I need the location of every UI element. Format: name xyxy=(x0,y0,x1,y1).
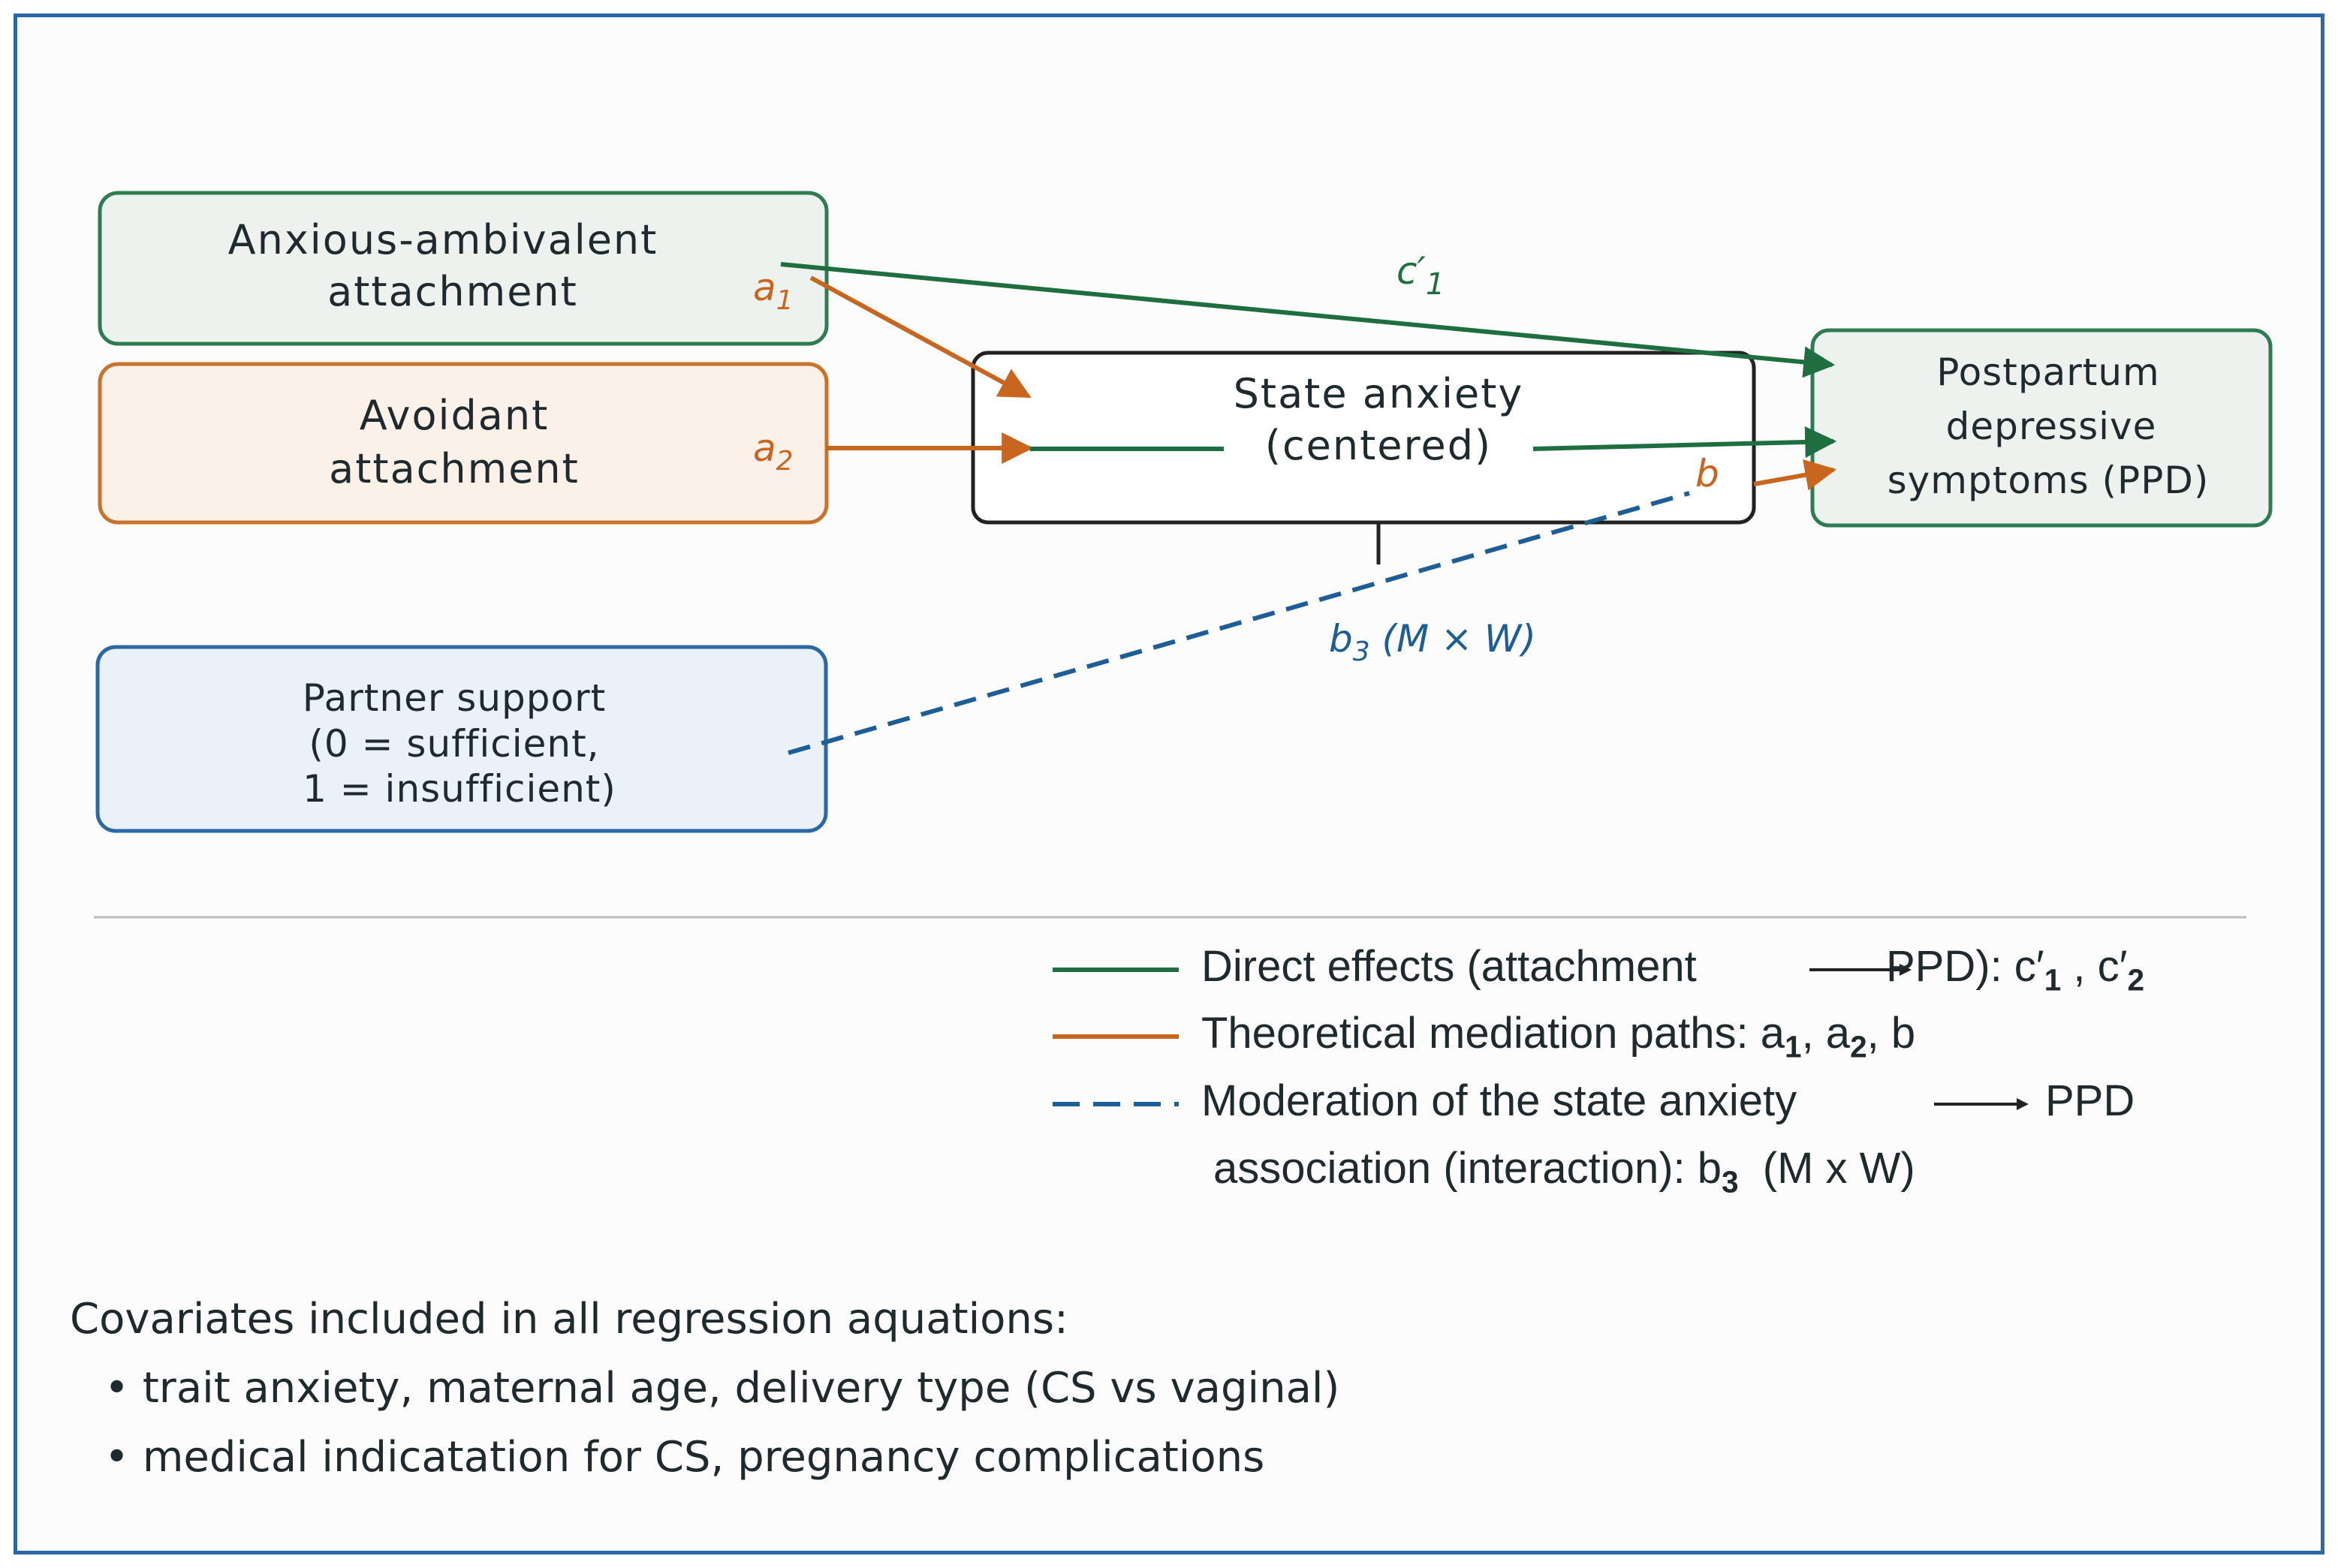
legend-moderation: Moderation of the state anxiety xyxy=(1201,1076,1797,1126)
legend-mediation: Theoretical mediation paths: a1, a2, b xyxy=(1201,1008,1915,1065)
partner-box-line3: 1 = insufficient) xyxy=(303,767,616,811)
legend-arrowhead-direct xyxy=(1900,964,1912,976)
covariate-item-1-text: trait anxiety, maternal age, delivery ty… xyxy=(142,1364,1340,1413)
legend-moderation-line2: association (interaction): b3 (M x W) xyxy=(1213,1143,1915,1200)
label-a2: a2 xyxy=(753,426,794,477)
legend-arrowhead-moderation xyxy=(2017,1098,2029,1110)
legend-mediation-sub2: 2 xyxy=(1850,1029,1867,1064)
legend-direct-mid: , c′ xyxy=(2061,942,2128,991)
partner-box xyxy=(95,645,828,833)
anxious-box-line1: Anxious-ambivalent xyxy=(228,216,658,263)
legend-mediation-mid2: , b xyxy=(1866,1009,1916,1058)
avoidant-box-line1: Avoidant xyxy=(360,392,550,439)
bullet-icon: • xyxy=(104,1433,130,1482)
covariate-item-1: • trait anxiety, maternal age, delivery … xyxy=(104,1364,1339,1413)
state-anxiety-line2: (centered) xyxy=(1265,422,1492,469)
ppd-box-line2: depressive xyxy=(1946,405,2157,448)
direct-path-anxious xyxy=(780,262,1836,378)
partner-box-line1: Partner support xyxy=(303,676,607,720)
ppd-box-line1: Postpartum xyxy=(1936,351,2160,394)
legend-moderation-text: Moderation of the state anxiety xyxy=(1201,1076,1797,1125)
legend-moderation-target-text: PPD xyxy=(2045,1076,2135,1125)
bullet-icon: • xyxy=(104,1364,130,1413)
legend-direct: Direct effects (attachment PPD): c′1 , c… xyxy=(1201,941,2144,998)
avoidant-box xyxy=(98,362,829,525)
legend-direct-target: PPD): c′ xyxy=(1886,942,2044,991)
legend-direct-sub1: 1 xyxy=(2044,962,2062,998)
path-b xyxy=(1753,459,1837,491)
legend-moderation-target: PPD xyxy=(2045,1076,2135,1126)
legend-mediation-text: Theoretical mediation paths: a xyxy=(1201,1009,1785,1058)
avoidant-box-line2: attachment xyxy=(329,445,580,492)
moderation-path xyxy=(788,491,1690,755)
state-anxiety-line1: State anxiety xyxy=(1234,370,1524,417)
legend-direct-text: Direct effects (attachment xyxy=(1201,942,1697,991)
covariate-item-2: • medical indicatation for CS, pregnancy… xyxy=(104,1433,1264,1482)
covariates-title: Covariates included in all regression aq… xyxy=(70,1295,1068,1344)
label-b3: b3 (M × W) xyxy=(1329,617,1536,667)
direct-path-avoidant-b xyxy=(1532,426,1837,458)
label-c1: c′1 xyxy=(1396,249,1445,302)
label-b: b xyxy=(1695,452,1719,495)
state-anxiety-label-bg xyxy=(1231,422,1526,476)
covariate-item-2-text: medical indicatation for CS, pregnancy c… xyxy=(142,1433,1265,1482)
legend-moderation-sub: 3 xyxy=(1722,1164,1739,1199)
partner-box-line2: (0 = sufficient, xyxy=(309,722,599,766)
legend-moderation-tail: (M x W) xyxy=(1738,1144,1915,1193)
legend-direct-sub2: 2 xyxy=(2127,962,2145,998)
label-a1: a1 xyxy=(753,266,794,316)
anxious-box-line2: attachment xyxy=(327,268,578,315)
legend-mediation-sub1: 1 xyxy=(1785,1029,1802,1064)
legend-mediation-mid1: , a xyxy=(1801,1009,1851,1058)
ppd-box-line3: symptoms (PPD) xyxy=(1888,459,2210,502)
path-a1 xyxy=(809,275,1032,399)
legend-moderation-line2-text: association (interaction): b xyxy=(1213,1144,1722,1193)
